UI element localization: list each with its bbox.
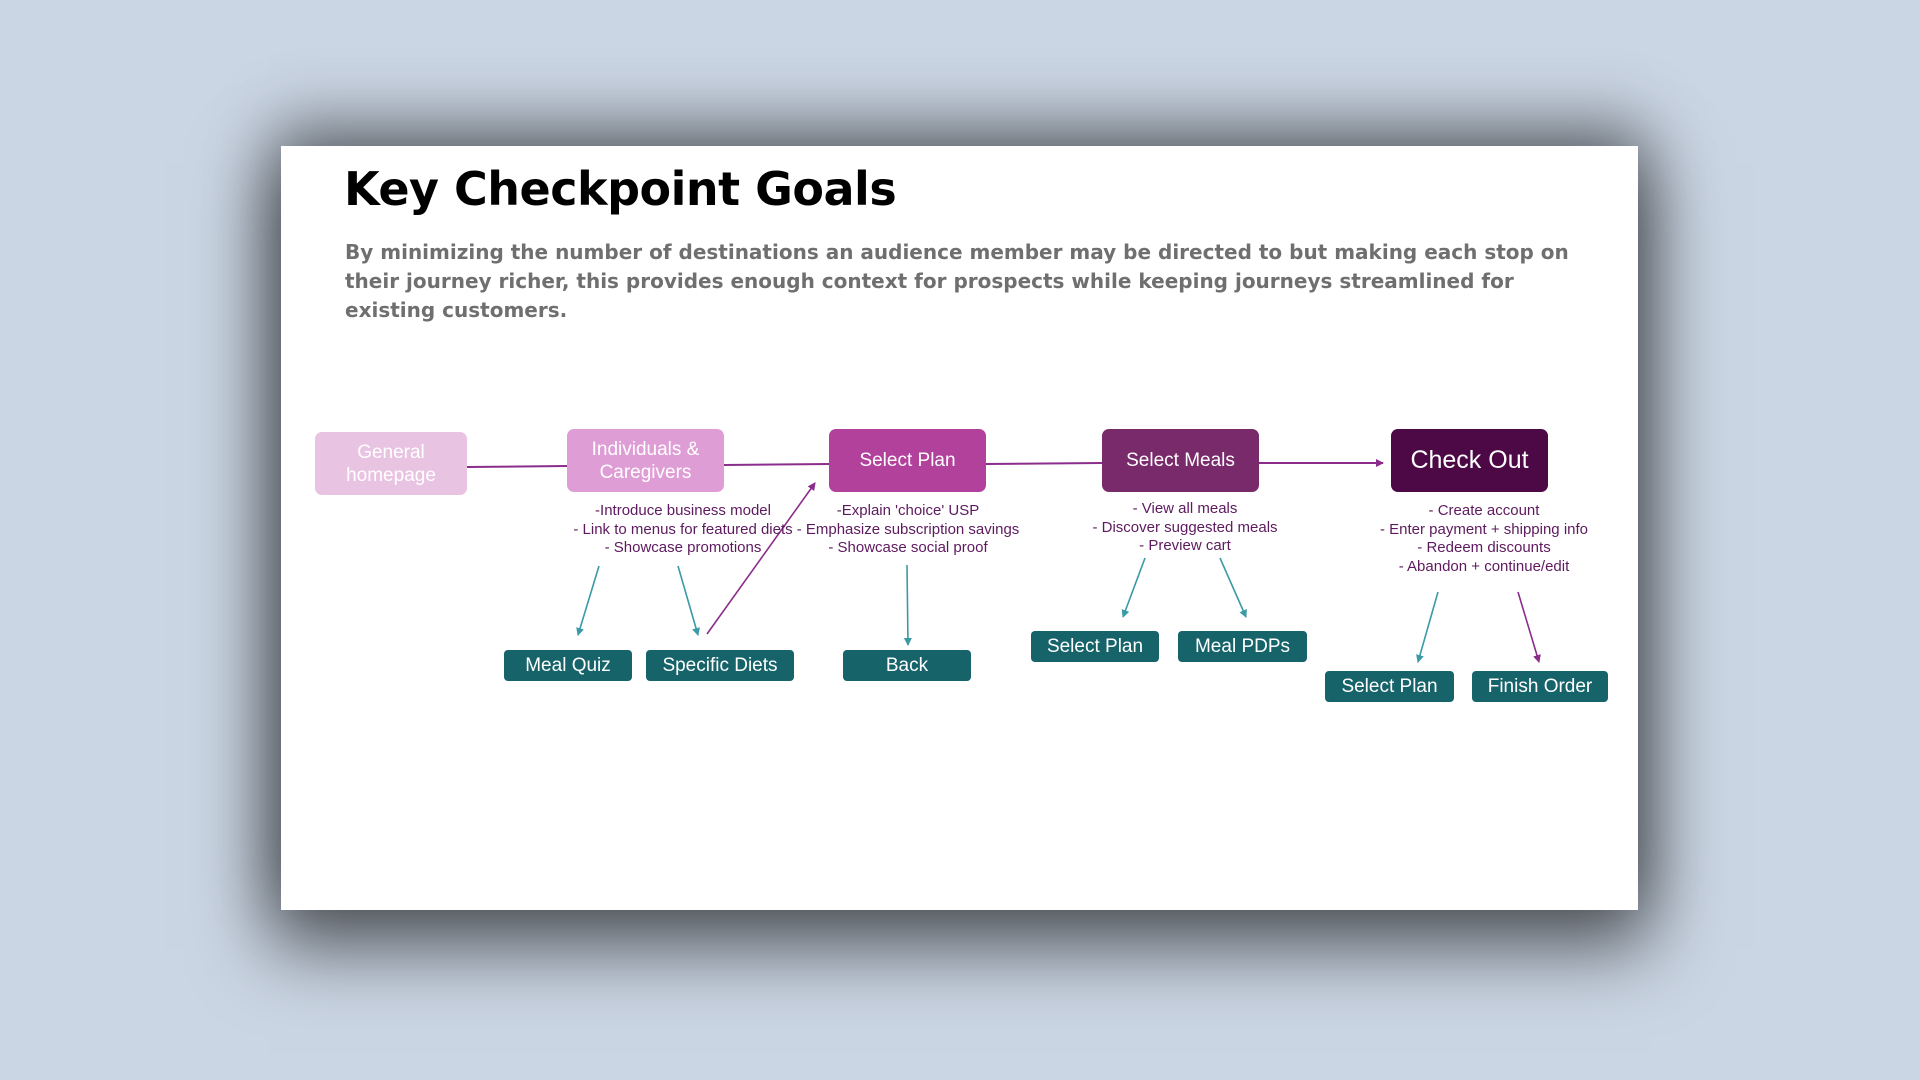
meal-quiz-button[interactable]: Meal Quiz xyxy=(504,650,632,681)
notes-select-plan: -Explain 'choice' USP - Emphasize subscr… xyxy=(781,502,1035,558)
connector-homepage-to-individuals xyxy=(466,465,568,468)
note-line: -Explain 'choice' USP xyxy=(836,502,980,519)
note-line: - Showcase promotions xyxy=(604,539,762,556)
connector-select-plan-to-select-meals xyxy=(985,462,1103,465)
note-line: - Create account xyxy=(1428,502,1540,519)
stage-general-homepage-label: General homepage xyxy=(346,441,436,486)
arrow-to-meal-pdps xyxy=(1219,557,1247,618)
arrow-specific-diets-to-select-plan xyxy=(706,482,816,635)
connector-individuals-to-select-plan xyxy=(723,463,830,466)
arrow-checkout-to-finish-order xyxy=(1517,591,1541,663)
note-line: - View all meals xyxy=(1132,500,1238,517)
note-line: - Discover suggested meals xyxy=(1092,518,1278,536)
stage-select-plan: Select Plan xyxy=(829,429,986,492)
note-line: - Redeem discounts xyxy=(1417,539,1551,556)
note-line: - Showcase social proof xyxy=(828,539,988,556)
stage-individuals-caregivers: Individuals & Caregivers xyxy=(567,429,724,492)
notes-check-out: - Create account - Enter payment + shipp… xyxy=(1356,502,1612,576)
note-line: - Emphasize subscription savings xyxy=(796,520,1020,538)
finish-order-button[interactable]: Finish Order xyxy=(1472,671,1608,702)
checkout-select-plan-button[interactable]: Select Plan xyxy=(1325,671,1454,702)
arrow-to-meal-quiz xyxy=(576,565,600,636)
slide: Key Checkpoint Goals By minimizing the n… xyxy=(281,146,1638,910)
stage-individuals-caregivers-label: Individuals & Caregivers xyxy=(591,438,700,483)
specific-diets-button[interactable]: Specific Diets xyxy=(646,650,794,681)
note-line: - Abandon + continue/edit xyxy=(1398,557,1570,575)
stage-check-out-label: Check Out xyxy=(1410,446,1529,474)
stage-select-meals: Select Meals xyxy=(1102,429,1259,492)
slide-title: Key Checkpoint Goals xyxy=(344,162,897,216)
arrow-to-meals-select-plan xyxy=(1121,557,1146,618)
slide-description: By minimizing the number of destinations… xyxy=(345,240,1569,322)
note-line: -Introduce business model xyxy=(595,502,771,519)
note-line: - Enter payment + shipping info xyxy=(1379,520,1589,538)
arrow-to-checkout-select-plan xyxy=(1416,591,1439,663)
stage-select-plan-label: Select Plan xyxy=(859,450,956,471)
note-line: - Link to menus for featured diets xyxy=(573,520,793,538)
stage-select-meals-label: Select Meals xyxy=(1126,450,1235,471)
arrow-to-back xyxy=(903,564,912,646)
arrow-to-specific-diets xyxy=(677,565,700,636)
notes-individuals: -Introduce business model - Link to menu… xyxy=(531,502,835,558)
meal-pdps-button[interactable]: Meal PDPs xyxy=(1178,631,1307,662)
note-line: - Preview cart xyxy=(1139,537,1231,554)
flow-connectors xyxy=(466,459,1541,663)
meals-select-plan-button[interactable]: Select Plan xyxy=(1031,631,1159,662)
back-button[interactable]: Back xyxy=(843,650,971,681)
notes-select-meals: - View all meals - Discover suggested me… xyxy=(1061,500,1309,556)
stage-general-homepage: General homepage xyxy=(315,432,467,495)
stage-check-out: Check Out xyxy=(1391,429,1548,492)
